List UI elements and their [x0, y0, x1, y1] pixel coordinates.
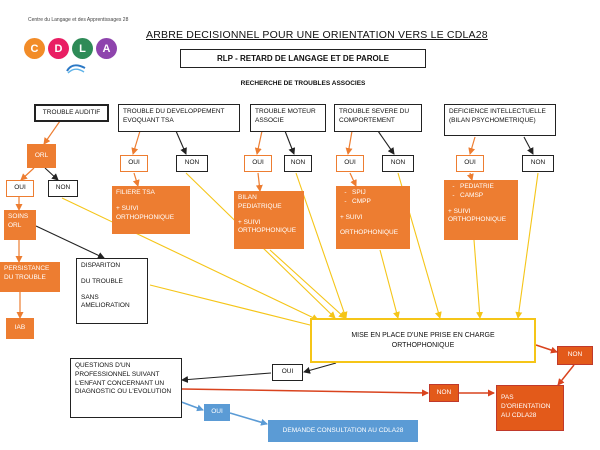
arrow-non-pas-orientation: [557, 364, 575, 386]
section-title: RECHERCHE DE TROUBLES ASSOCIES: [240, 80, 366, 87]
arrow-comportement-outcome-central: [379, 249, 400, 319]
outcome-moteur-line1: BILAN PEDIATRIQUE: [238, 194, 282, 210]
arrow-non-intellect-central: [515, 172, 539, 319]
category-trouble-auditif: TROUBLE AUDITIF: [34, 104, 109, 122]
comportement-non-box: NON: [382, 155, 414, 172]
tsa-oui-box: OUI: [120, 155, 148, 172]
outcome-moteur-line2: + SUIVI ORTHOPHONIQUE: [238, 218, 297, 235]
arrow-orl-non: [44, 167, 59, 181]
arrow-oui-tsa-outcome: [132, 172, 140, 187]
intellect-oui-box: OUI: [456, 155, 484, 172]
arrow-question-non: [181, 388, 429, 397]
arrow-auditif-orl: [43, 120, 61, 145]
logo-letter-d: D: [48, 38, 69, 59]
logo-letters: C D L A: [24, 38, 117, 59]
orl-box: ORL: [27, 144, 56, 168]
arrow-tsa-oui: [131, 130, 141, 155]
outcome-comportement-item-1: SPIJ: [352, 189, 406, 198]
category-trouble-comportement: TROUBLE SEVERE DU COMPORTEMENT: [334, 104, 422, 132]
arrow-orl-oui: [20, 167, 35, 181]
outcome-intellect-list: PEDIATRIE CAMSP: [448, 183, 514, 201]
arrow-oui-moteur-outcome: [255, 172, 263, 192]
outcome-comportement: SPIJ CMPP + SUIVI ORTHOPHONIQUE: [336, 186, 410, 249]
subtitle-box: RLP - RETARD DE LANGAGE ET DE PAROLE: [180, 49, 426, 68]
outcome-tsa-line2: + SUIVI ORTHOPHONIQUE: [116, 204, 175, 221]
logo-letter-a: A: [96, 38, 117, 59]
question-non-box: NON: [429, 384, 459, 402]
outcome-intellect: PEDIATRIE CAMSP + SUIVI ORTHOPHONIQUE: [444, 180, 518, 240]
arrow-intellect-outcome-central: [473, 239, 484, 319]
arrow-non-auditif-central: [61, 197, 319, 321]
outcome-intellect-item-2: CAMSP: [460, 192, 514, 201]
arrow-central-non: [535, 344, 558, 354]
arrow-moteur-non: [284, 130, 296, 155]
arrow-oui-comportement-outcome: [349, 172, 357, 187]
moteur-oui-box: OUI: [244, 155, 272, 172]
category-deficience-intellectuelle: DEFICIENCE INTELLECTUELLE (BILAN PSYCHOM…: [444, 104, 556, 136]
outcome-intellect-line2: + SUIVI ORTHOPHONIQUE: [448, 207, 507, 224]
arrow-soins-disparition: [35, 225, 105, 259]
central-prise-en-charge: MISE EN PLACE D'UNE PRISE EN CHARGE ORTH…: [310, 318, 536, 363]
disparition-line2: DU TROUBLE: [81, 277, 123, 285]
tsa-non-box: NON: [176, 155, 208, 172]
auditif-non-box: NON: [48, 180, 78, 197]
arrow-tsa-non: [175, 130, 187, 155]
arrow-oui-question: [181, 372, 272, 384]
comportement-oui-box: OUI: [336, 155, 364, 172]
arrow-disparition-central: [149, 284, 319, 329]
disparition-box: DISPARITON DU TROUBLE SANS AMELIORATION: [76, 258, 148, 324]
arrow-comportement-oui: [345, 130, 353, 155]
page-title: ARBRE DECISIONNEL POUR UNE ORIENTATION V…: [146, 29, 488, 41]
pas-orientation-box: PAS D'ORIENTATION AU CDLA28: [496, 385, 564, 431]
arrow-oui-intellect-outcome: [466, 172, 474, 181]
logo-letter-l: L: [72, 38, 93, 59]
auditif-oui-box: OUI: [6, 180, 34, 197]
category-trouble-moteur: TROUBLE MOTEUR ASSOCIE: [250, 104, 326, 132]
outcome-tsa: FILIERE TSA + SUIVI ORTHOPHONIQUE: [112, 186, 190, 234]
soins-orl-box: SOINS ORL: [4, 210, 36, 240]
intellect-non-box: NON: [522, 155, 554, 172]
outcome-comportement-line3: ORTHOPHONIQUE: [340, 229, 399, 237]
outcome-comportement-line2: + SUIVI: [340, 213, 363, 221]
arrow-oui-demande: [229, 412, 268, 426]
persistance-box: PERSISTANCE DU TROUBLE: [0, 262, 60, 292]
outcome-intellect-item-1: PEDIATRIE: [460, 183, 514, 192]
logo-letter-c: C: [24, 38, 45, 59]
arrow-central-oui: [303, 362, 337, 374]
arrow-intellect-non: [523, 136, 534, 155]
outcome-comportement-list: SPIJ CMPP: [340, 189, 406, 207]
category-trouble-tsa: TROUBLE DU DEVELOPPEMENT EVOQUANT TSA: [118, 104, 240, 132]
disparition-line1: DISPARITON: [81, 262, 121, 269]
arrow-moteur-outcome-central: [269, 249, 346, 319]
demande-oui-box: OUI: [204, 404, 230, 421]
arrow-moteur-oui: [254, 130, 263, 155]
logo-swoosh-icon: [66, 64, 86, 74]
logo-caption: Centre du Langage et des Apprentissages …: [28, 17, 129, 23]
question-oui-box: OUI: [272, 364, 303, 381]
outcome-moteur: BILAN PEDIATRIQUE + SUIVI ORTHOPHONIQUE: [234, 191, 304, 249]
moteur-non-box: NON: [284, 155, 312, 172]
arrow-intellect-oui: [468, 136, 476, 155]
iab-box: IAB: [6, 318, 34, 339]
cdla-logo: Centre du Langage et des Apprentissages …: [10, 14, 129, 74]
outcome-tsa-line1: FILIERE TSA: [116, 189, 155, 196]
disparition-line3: SANS AMELIORATION: [81, 293, 130, 310]
arrow-non-moteur-central: [295, 172, 348, 319]
central-non-box: NON: [557, 346, 593, 365]
outcome-comportement-item-2: CMPP: [352, 198, 406, 207]
question-box: QUESTIONS D'UN PROFESSIONNEL SUIVANT L'E…: [70, 358, 182, 418]
arrow-comportement-non: [377, 130, 395, 155]
demande-consultation-box: DEMANDE CONSULTATION AU CDLA28: [268, 420, 418, 442]
